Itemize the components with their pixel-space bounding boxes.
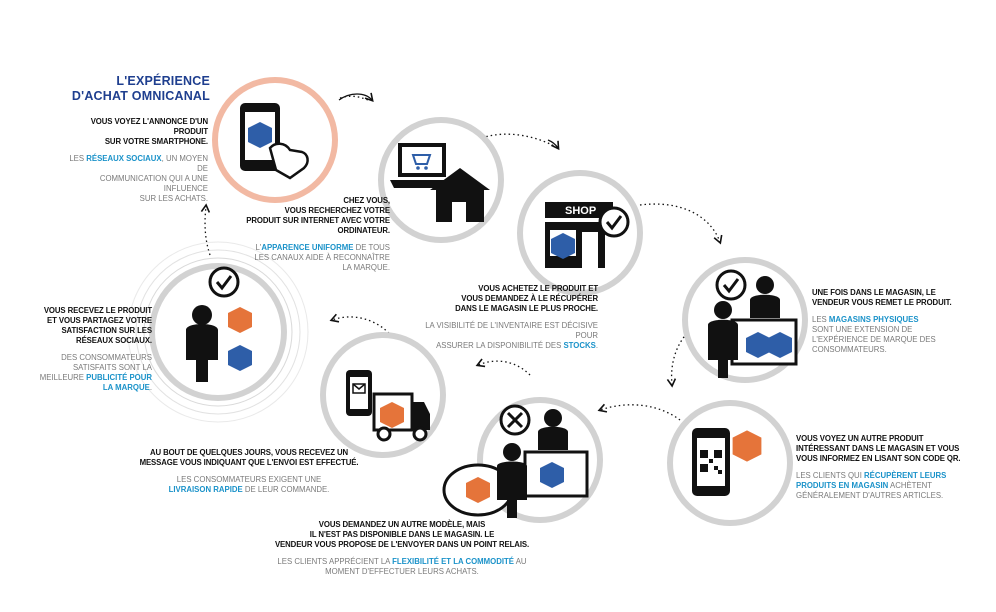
step-5-sub: LES CLIENTS QUI RÉCUPÈRENT LEURS PRODUIT… xyxy=(796,471,947,500)
shop-icon: SHOP xyxy=(545,202,630,268)
step-1-sub: LES RÉSEAUX SOCIAUX, UN MOYEN DE COMMUNI… xyxy=(69,154,208,203)
ripple-rings xyxy=(127,241,309,423)
qr-scan-icon xyxy=(692,428,762,496)
title-line-2: D'ACHAT OMNICANAL xyxy=(71,89,210,103)
step-6-sub: LES CLIENTS APPRÉCIENT LA FLEXIBILITÉ ET… xyxy=(277,557,527,576)
step-2-sub: L'APPARENCE UNIFORME DE TOUS LES CANAUX … xyxy=(254,243,390,272)
step-3-sub: LA VISIBILITÉ DE L'INVENTAIRE EST DÉCISI… xyxy=(425,321,598,350)
out-of-stock-icon xyxy=(442,404,589,518)
smartphone-ad-icon xyxy=(240,103,309,180)
step-7-main: AU BOUT DE QUELQUES JOURS, VOUS RECEVEZ … xyxy=(139,448,359,467)
diagram-title: L'EXPÉRIENCE D'ACHAT OMNICANAL xyxy=(60,74,210,104)
connectors xyxy=(200,92,723,421)
svg-text:SHOP: SHOP xyxy=(565,205,596,217)
customer-received-icon xyxy=(186,266,252,382)
store-pickup-icon xyxy=(708,269,798,378)
laptop-home-icon xyxy=(390,143,490,222)
step-2-text: CHEZ VOUS,VOUS RECHERCHEZ VOTRE PRODUIT … xyxy=(228,196,390,273)
step-7-text: AU BOUT DE QUELQUES JOURS, VOUS RECEVEZ … xyxy=(126,448,372,495)
step-2-main: CHEZ VOUS,VOUS RECHERCHEZ VOTRE PRODUIT … xyxy=(246,196,390,235)
step-4-sub: LES MAGASINS PHYSIQUES SONT UNE EXTENSIO… xyxy=(812,315,936,354)
title-line-1: L'EXPÉRIENCE xyxy=(116,74,210,88)
delivery-truck-icon xyxy=(346,370,430,442)
